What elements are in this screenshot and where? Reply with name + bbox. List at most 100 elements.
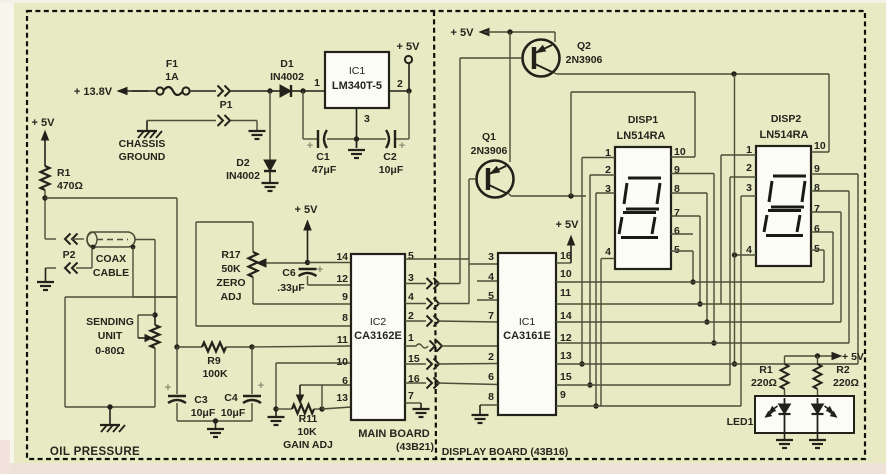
- svg-text:2N3906: 2N3906: [471, 145, 508, 157]
- svg-text:+ 13.8V: + 13.8V: [74, 86, 113, 98]
- svg-text:0-80Ω: 0-80Ω: [95, 345, 124, 357]
- svg-text:10μF: 10μF: [191, 407, 216, 419]
- svg-text:1: 1: [605, 147, 611, 159]
- svg-text:4: 4: [408, 291, 414, 303]
- svg-text:P1: P1: [220, 99, 233, 111]
- svg-text:9: 9: [814, 163, 820, 175]
- svg-text:+ 5V: + 5V: [32, 117, 56, 129]
- svg-text:(43B21): (43B21): [396, 441, 434, 453]
- svg-text:DISP2: DISP2: [771, 113, 802, 125]
- svg-text:IC1: IC1: [519, 316, 536, 328]
- svg-text:+ 5V: + 5V: [556, 219, 580, 231]
- svg-text:D1: D1: [280, 58, 294, 70]
- svg-text:+ 5V: + 5V: [295, 204, 319, 216]
- svg-text:12: 12: [560, 332, 572, 344]
- svg-text:10μF: 10μF: [379, 164, 404, 176]
- svg-text:+: +: [307, 140, 313, 152]
- svg-text:2: 2: [488, 351, 494, 363]
- svg-text:12: 12: [336, 273, 348, 285]
- svg-text:+: +: [317, 264, 323, 276]
- svg-text:ADJ: ADJ: [220, 291, 241, 303]
- svg-text:D2: D2: [236, 157, 250, 169]
- svg-text:5: 5: [674, 244, 680, 256]
- svg-text:R2: R2: [836, 364, 850, 376]
- svg-text:13: 13: [560, 350, 572, 362]
- svg-text:UNIT: UNIT: [98, 330, 123, 342]
- svg-text:10μF: 10μF: [221, 407, 246, 419]
- svg-text:10K: 10K: [297, 426, 317, 438]
- svg-text:C3: C3: [194, 394, 208, 406]
- svg-text:C1: C1: [316, 151, 330, 163]
- svg-text:8: 8: [814, 182, 820, 194]
- svg-text:7: 7: [814, 203, 820, 215]
- svg-text:IC2: IC2: [370, 316, 387, 328]
- svg-text:LED1: LED1: [727, 416, 754, 428]
- svg-text:SENDING: SENDING: [86, 316, 134, 328]
- svg-text:+: +: [258, 380, 264, 392]
- svg-text:7: 7: [488, 310, 494, 322]
- svg-text:6: 6: [674, 225, 680, 237]
- svg-text:10: 10: [560, 268, 572, 280]
- svg-text:3: 3: [364, 113, 370, 125]
- svg-text:16: 16: [560, 250, 572, 262]
- svg-text:C6: C6: [282, 267, 296, 279]
- svg-text:5: 5: [488, 290, 494, 302]
- svg-text:R1: R1: [57, 167, 71, 179]
- svg-text:220Ω: 220Ω: [833, 377, 859, 389]
- svg-text:13: 13: [336, 392, 348, 404]
- svg-text:.33μF: .33μF: [277, 282, 305, 294]
- svg-text:9: 9: [674, 164, 680, 176]
- svg-text:5: 5: [814, 243, 820, 255]
- svg-text:+: +: [165, 382, 171, 394]
- svg-text:14: 14: [560, 310, 572, 322]
- svg-text:1: 1: [746, 144, 752, 156]
- svg-text:GROUND: GROUND: [119, 151, 166, 163]
- svg-text:7: 7: [674, 207, 680, 219]
- svg-text:2: 2: [605, 164, 611, 176]
- svg-text:Q2: Q2: [577, 40, 591, 52]
- svg-text:47μF: 47μF: [312, 164, 337, 176]
- svg-text:4: 4: [605, 246, 611, 258]
- svg-text:DISPLAY BOARD (43B16): DISPLAY BOARD (43B16): [442, 446, 569, 458]
- svg-text:11: 11: [560, 287, 571, 299]
- svg-text:1: 1: [314, 77, 320, 89]
- svg-text:R11: R11: [299, 413, 318, 425]
- svg-text:8: 8: [342, 312, 348, 324]
- svg-text:C2: C2: [383, 151, 397, 163]
- svg-text:3: 3: [488, 251, 494, 263]
- svg-text:2: 2: [397, 78, 403, 90]
- svg-text:220Ω: 220Ω: [751, 377, 777, 389]
- svg-text:1A: 1A: [165, 71, 179, 83]
- svg-text:LM340T-5: LM340T-5: [332, 80, 382, 92]
- svg-text:COAX: COAX: [96, 253, 126, 265]
- svg-text:+: +: [399, 140, 405, 152]
- svg-text:OIL PRESSURE: OIL PRESSURE: [50, 446, 140, 458]
- svg-text:9: 9: [560, 389, 566, 401]
- svg-text:15: 15: [408, 353, 420, 365]
- svg-text:+ 5V: + 5V: [842, 351, 864, 363]
- svg-text:LN514RA: LN514RA: [760, 129, 809, 141]
- svg-text:P2: P2: [63, 249, 76, 261]
- svg-text:GAIN ADJ: GAIN ADJ: [283, 439, 333, 451]
- svg-text:6: 6: [814, 223, 820, 235]
- svg-text:+ 5V: + 5V: [397, 41, 421, 53]
- svg-text:CABLE: CABLE: [93, 267, 129, 279]
- svg-text:6: 6: [488, 371, 494, 383]
- svg-text:11: 11: [337, 334, 348, 346]
- svg-text:IN4002: IN4002: [270, 71, 304, 83]
- svg-text:CA3162E: CA3162E: [354, 330, 402, 342]
- svg-text:R1: R1: [759, 364, 773, 376]
- svg-text:1: 1: [408, 332, 414, 344]
- svg-text:R17: R17: [221, 249, 240, 261]
- svg-text:2: 2: [746, 162, 752, 174]
- svg-text:CHASSIS: CHASSIS: [119, 138, 166, 150]
- svg-text:3: 3: [605, 183, 611, 195]
- svg-text:LN514RA: LN514RA: [617, 130, 666, 142]
- svg-text:2N3906: 2N3906: [566, 54, 603, 66]
- svg-text:5: 5: [408, 250, 414, 262]
- svg-text:MAIN BOARD: MAIN BOARD: [358, 428, 430, 440]
- svg-text:C4: C4: [224, 392, 238, 404]
- svg-text:8: 8: [674, 183, 680, 195]
- svg-text:F1: F1: [166, 58, 178, 70]
- svg-text:15: 15: [560, 371, 572, 383]
